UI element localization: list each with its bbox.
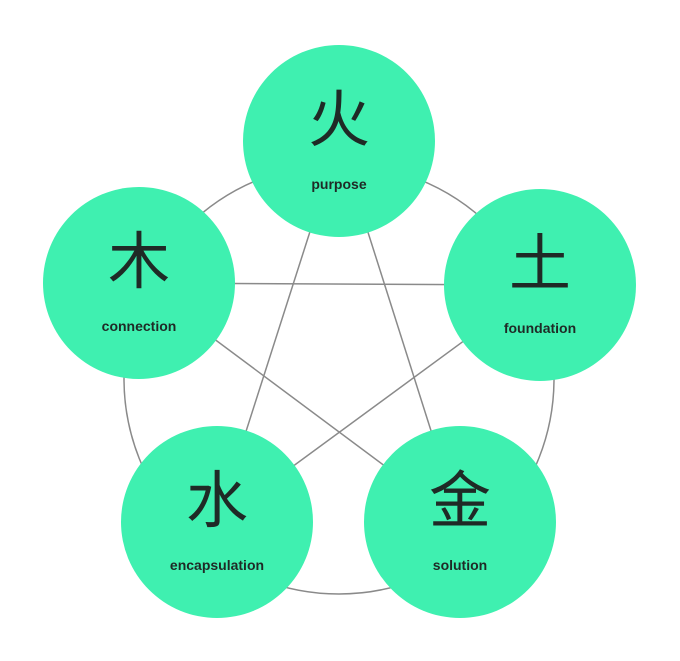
wood-label: connection [101,318,177,334]
water-label: encapsulation [169,557,265,573]
node-metal: 金 solution [364,426,556,618]
water-glyph: 水 [185,464,248,537]
fire-glyph: 火 [307,83,370,156]
node-fire: 火 purpose [243,45,435,237]
fire-label: purpose [311,176,367,192]
earth-glyph: 土 [508,227,571,300]
metal-glyph: 金 [428,464,491,537]
metal-label: solution [432,557,488,573]
node-earth: 土 foundation [444,189,636,381]
node-wood: 木 connection [43,187,235,379]
wood-glyph: 木 [107,225,170,298]
earth-label: foundation [503,320,577,336]
node-water: 水 encapsulation [121,426,313,618]
